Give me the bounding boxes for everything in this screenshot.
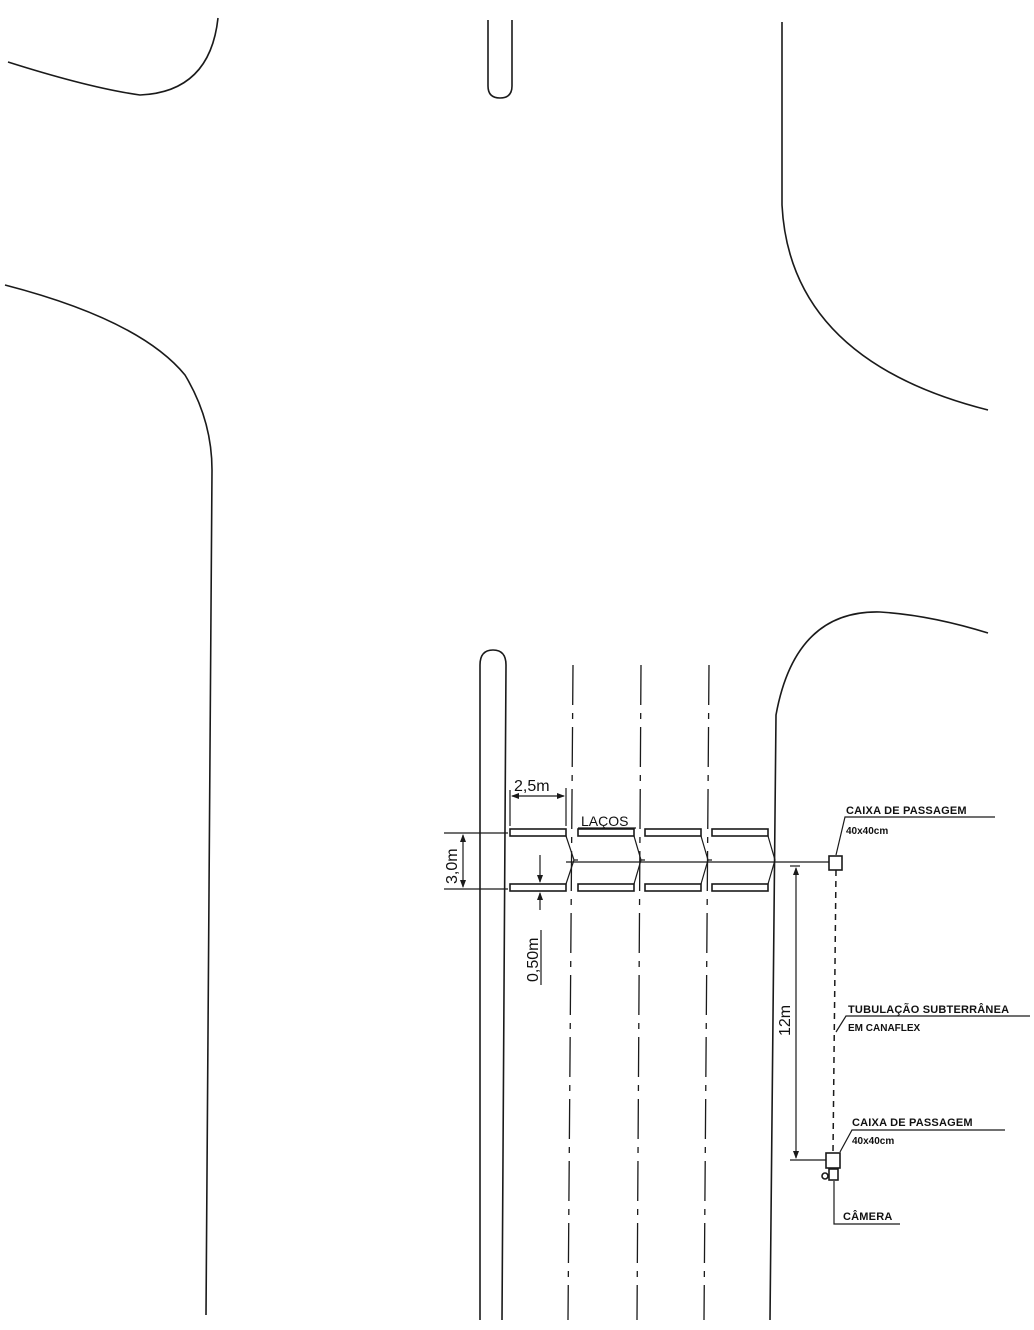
camera-icon	[821, 1172, 829, 1180]
junction-box-top	[828, 855, 843, 871]
lane-divider-1	[567, 664, 574, 1321]
dimension-camera-distance-label: 12m	[777, 1005, 794, 1036]
loop-lane-1	[509, 828, 567, 892]
junction-box-bottom	[825, 1152, 841, 1169]
dimension-loop-gap-label: 0,50m	[525, 938, 542, 982]
junction-box-top-size: 40x40cm	[846, 826, 888, 837]
dimension-loop-length	[444, 832, 508, 890]
dimension-loop-width-label: 2,5m	[514, 778, 550, 795]
lane-divider-3	[703, 664, 710, 1321]
conduit-label-material: EM CANAFLEX	[848, 1023, 921, 1034]
dimension-loop-width	[509, 788, 567, 826]
dimension-loop-length-label: 3,0m	[444, 848, 461, 884]
lane-divider-2	[636, 664, 642, 1321]
camera-label: CÂMERA	[843, 1210, 892, 1223]
camera-leader	[833, 1181, 900, 1225]
junction-box-bottom-label: CAIXA DE PASSAGEM	[852, 1117, 973, 1129]
loop-lane-2	[577, 828, 635, 892]
loop-wiring	[565, 835, 776, 885]
loop-lane-3	[644, 828, 702, 892]
curb-top-right	[781, 22, 989, 411]
loops-label: LAÇOS	[581, 813, 628, 829]
conduit-label: TUBULAÇÃO SUBTERRÂNEA	[848, 1003, 1009, 1016]
curb-top-left	[7, 17, 219, 96]
median-bottom	[479, 649, 507, 1321]
dimension-camera-distance	[790, 865, 826, 1161]
loop-lane-4	[711, 828, 769, 892]
underground-conduit	[832, 869, 837, 1153]
camera-body	[828, 1168, 839, 1181]
median-top	[487, 20, 513, 99]
junction-box-top-label: CAIXA DE PASSAGEM	[846, 805, 967, 817]
curb-bottom-right	[769, 611, 989, 1321]
junction-box-bottom-size: 40x40cm	[852, 1136, 894, 1147]
curb-left	[4, 284, 213, 1316]
dimension-loop-gap	[537, 855, 543, 910]
junction-box-bottom-leader	[839, 1129, 1005, 1153]
junction-box-top-leader	[835, 816, 995, 856]
conduit-leader	[835, 1015, 1030, 1033]
